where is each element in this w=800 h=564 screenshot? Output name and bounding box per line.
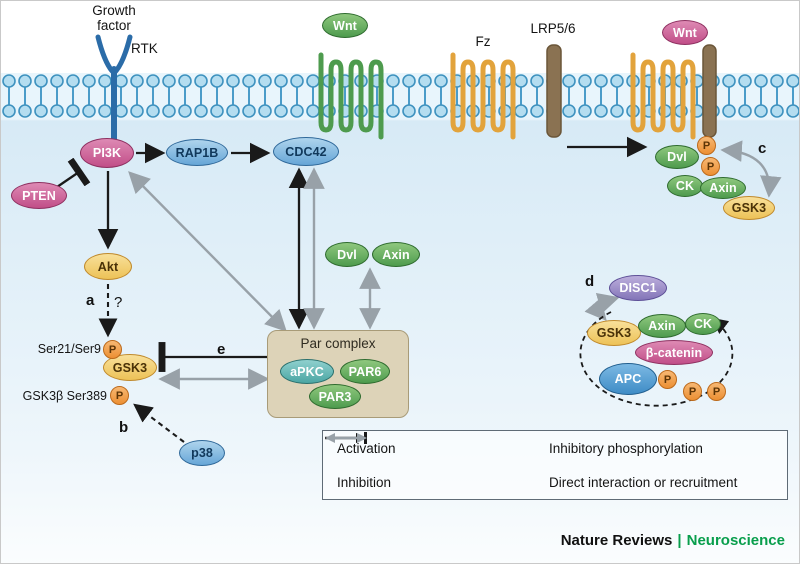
credit-separator: | (677, 532, 682, 549)
rtk-receptor (95, 34, 133, 144)
gray-arrow-pi3k-parcomplex (128, 171, 287, 332)
legend-inhibitory-phosphorylation-label: Inhibitory phosphorylation (549, 440, 703, 456)
annotation-d: d (585, 273, 595, 290)
lrp56-bar-right (702, 44, 717, 138)
ck-node-cluster: CK (685, 313, 721, 335)
journal-name: Neuroscience (686, 532, 785, 549)
wnt-receptor-left (318, 52, 384, 140)
ck-node-right: CK (667, 175, 703, 197)
annotation-e: e (217, 341, 226, 358)
akt-node: Akt (84, 253, 132, 280)
par6-node: PAR6 (340, 359, 390, 384)
frizzled-receptor (450, 52, 516, 140)
growth-factor-label: Growth factor (64, 3, 164, 33)
gray-arrow-c-dvl-gsk3 (720, 140, 782, 198)
annotation-question: ? (114, 294, 123, 311)
beta-catenin-node: β-catenin (635, 340, 713, 365)
tbar-pten-pi3k (56, 157, 91, 188)
legend-inhibition-label: Inhibition (337, 474, 392, 490)
growth-factor-line1: Growth (92, 3, 136, 18)
phospho-p-dvl-1: P (697, 136, 716, 155)
growth-factor-line2: factor (97, 18, 131, 33)
direct-interaction-arrow-icon (325, 433, 367, 443)
annotation-b: b (119, 419, 129, 436)
phospho-p-ser21: P (103, 340, 122, 359)
gsk3-node-cluster: GSK3 (587, 320, 641, 346)
frizzled-receptor-right (630, 52, 696, 140)
gsk3b-ser389-label: GSK3β Ser389 (22, 389, 107, 403)
dvl-node-mid: Dvl (325, 242, 369, 267)
wnt-ligand-left: Wnt (322, 13, 368, 38)
dvl-node-right: Dvl (655, 145, 699, 169)
journal-credit: Nature Reviews|Neuroscience (561, 532, 785, 549)
dashed-cycle-destruction-complex (579, 311, 734, 407)
cdc42-node: CDC42 (273, 137, 339, 166)
axin-node-mid: Axin (372, 242, 420, 267)
phospho-p-ser389: P (110, 386, 129, 405)
phospho-p-bcat-1: P (658, 370, 677, 389)
lrp56-bar-left (546, 44, 562, 138)
phospho-p-dvl-2: P (701, 157, 720, 176)
disc1-node: DISC1 (609, 275, 667, 301)
ser21-ser9-label: Ser21/Ser9 (37, 342, 101, 356)
annotation-a: a (86, 292, 95, 309)
pten-node: PTEN (11, 182, 67, 209)
legend-direct-interaction: Direct interaction or recruitment (325, 433, 799, 490)
legend-box: Activation Inhibitory phosphorylation In… (322, 430, 788, 500)
par-complex-title: Par complex (300, 336, 376, 351)
rap1b-node: RAP1B (166, 139, 228, 166)
p38-node: p38 (179, 440, 225, 466)
axin-node-right: Axin (700, 177, 746, 199)
par3-node: PAR3 (309, 384, 361, 409)
apc-node: APC (599, 363, 657, 395)
wnt-ligand-right: Wnt (662, 20, 708, 45)
legend-activation-label: Activation (337, 440, 396, 456)
phospho-p-bcat-3: P (707, 382, 726, 401)
membrane-lipid-bilayer (1, 73, 799, 119)
gsk3-node-right: GSK3 (723, 196, 775, 220)
pi3k-node: PI3K (80, 138, 134, 168)
legend-direct-interaction-label: Direct interaction or recruitment (549, 474, 738, 490)
rtk-label: RTK (131, 41, 158, 56)
dashed-arrow-p38-ser389 (133, 403, 185, 443)
gray-arrow-d-disc1-gsk3 (584, 292, 620, 322)
lrp56-label: LRP5/6 (530, 21, 576, 36)
axin-node-cluster: Axin (638, 314, 686, 338)
annotation-c: c (758, 140, 767, 157)
legend-inhibition: Inhibition (325, 432, 549, 490)
nature-reviews-brand: Nature Reviews (560, 532, 673, 549)
apkc-node: aPKC (280, 359, 334, 384)
phospho-p-bcat-2: P (683, 382, 702, 401)
fz-label: Fz (475, 34, 491, 49)
legend-inhibitory-phosphorylation: Inhibitory phosphorylation (325, 433, 799, 456)
